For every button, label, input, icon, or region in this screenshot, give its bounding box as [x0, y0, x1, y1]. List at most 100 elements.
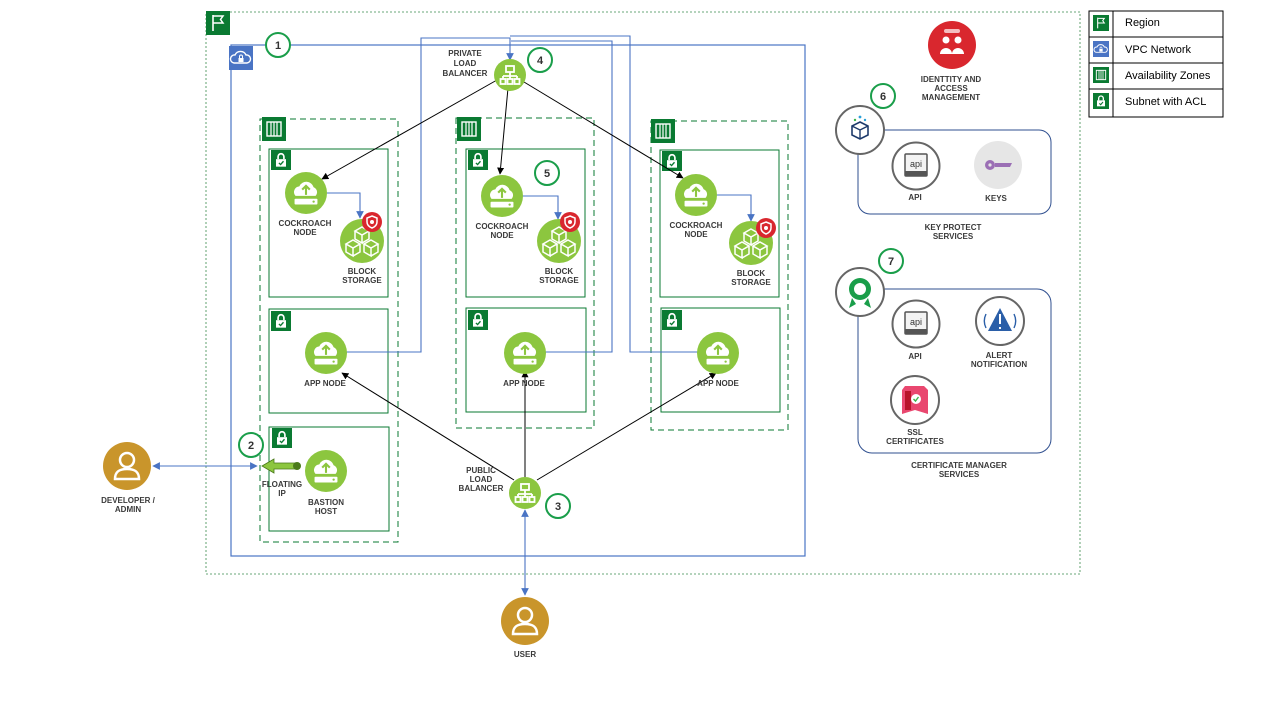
svg-text:7: 7 [888, 256, 894, 268]
certificate-manager-services-label: SERVICES [939, 470, 980, 479]
region-boundary [205, 11, 1081, 575]
developer-admin-icon[interactable] [103, 442, 151, 490]
api-glyph: api [910, 159, 922, 169]
connections [152, 35, 755, 596]
app3-to-private-lb [510, 35, 698, 353]
cockroach-node-2-icon[interactable] [481, 175, 523, 217]
cockroach-node-1-icon[interactable] [285, 172, 327, 214]
cockroach3-to-storage [717, 194, 755, 222]
iam-label: MANAGEMENT [922, 93, 980, 102]
availability-zone-2 [455, 117, 595, 429]
subnet-lock-icon [662, 151, 682, 171]
cockroach1-to-storage [327, 192, 364, 219]
key-protect-services-label: SERVICES [933, 232, 974, 241]
private-load-balancer-icon[interactable] [494, 59, 526, 91]
app-node-2-icon[interactable] [504, 332, 546, 374]
marker-4: 4 [527, 47, 553, 73]
developer-admin-label: DEVELOPER / [101, 496, 156, 505]
svg-text:5: 5 [544, 168, 550, 180]
legend-zone-icon [1093, 67, 1109, 83]
public-lb-label: LOAD [470, 475, 493, 484]
ssl-certificates-label: CERTIFICATES [886, 437, 944, 446]
public-load-balancer-icon[interactable] [509, 477, 541, 509]
keys-icon[interactable] [974, 141, 1022, 189]
subnet-lock-icon [662, 310, 682, 330]
subnet-zone3-app [660, 307, 781, 413]
floating-ip-label: FLOATING [262, 480, 302, 489]
svg-text:6: 6 [880, 91, 886, 103]
key-protect-api-label: API [908, 193, 921, 202]
marker-1: 1 [265, 32, 291, 58]
cockroach-node-1-label: COCKROACH [279, 219, 332, 228]
iam-icon[interactable] [928, 21, 976, 69]
app-node-2-label: APP NODE [503, 379, 545, 388]
alert-notification-label: NOTIFICATION [971, 360, 1028, 369]
block-storage-3-label: STORAGE [731, 278, 771, 287]
subnet-lock-icon [468, 150, 488, 170]
block-storage-2-label: STORAGE [539, 276, 579, 285]
app-node-1-icon[interactable] [305, 332, 347, 374]
block-storage-3-label: BLOCK [737, 269, 766, 278]
legend-vpc-icon [1093, 41, 1109, 57]
legend-subnet-label: Subnet with ACL [1125, 96, 1206, 108]
public-lb-label: BALANCER [459, 484, 504, 493]
marker-7: 7 [878, 248, 904, 274]
availability-zone-1 [259, 118, 399, 543]
vpc-network-icon [229, 46, 253, 70]
private-lb-label: BALANCER [443, 69, 488, 78]
legend-zones-label: Availability Zones [1125, 70, 1211, 82]
subnets [268, 148, 781, 532]
marker-5: 5 [534, 160, 560, 186]
certificate-manager-services-label: CERTIFICATE MANAGER [911, 461, 1007, 470]
legend-vpc-label: VPC Network [1125, 44, 1192, 56]
app-node-3-label: APP NODE [697, 379, 739, 388]
iam-label: IDENTTITY AND [921, 75, 982, 84]
zone-3-icon [651, 119, 675, 143]
cockroach-node-2-label: COCKROACH [476, 222, 529, 231]
developer-admin-label: ADMIN [115, 505, 141, 514]
app-node-3-icon[interactable] [697, 332, 739, 374]
availability-zone-3 [650, 120, 789, 431]
encryption-shield-icon [756, 218, 776, 238]
zone-1-icon [262, 117, 286, 141]
api-glyph: api [910, 317, 922, 327]
private-lb-to-cockroach1 [321, 79, 498, 180]
floating-ip-label: IP [278, 489, 286, 498]
ssl-certificates-icon[interactable] [890, 375, 940, 425]
subnet-lock-icon [272, 428, 292, 448]
certificate-manager-icon[interactable] [835, 267, 885, 317]
key-protect-box [857, 129, 1052, 215]
ssl-certificates-label: SSL [907, 428, 923, 437]
legend: Region VPC Network Availability Zones Su… [1088, 10, 1224, 118]
cockroach2-to-storage [522, 195, 562, 220]
user-icon[interactable] [501, 597, 549, 645]
region-flag-icon [206, 11, 230, 35]
subnet-lock-icon [271, 311, 291, 331]
bastion-host-icon[interactable] [305, 450, 347, 492]
bastion-host-label: BASTION [308, 498, 344, 507]
private-lb-to-cockroach2 [497, 87, 509, 175]
cockroach-node-3-label: NODE [684, 230, 708, 239]
alert-notification-icon[interactable] [975, 296, 1025, 346]
svg-text:3: 3 [555, 501, 561, 513]
zone-2-icon [457, 117, 481, 141]
step-markers: 1 2 3 4 5 6 7 [238, 32, 904, 519]
keys-label: KEYS [985, 194, 1007, 203]
cockroach-node-3-label: COCKROACH [670, 221, 723, 230]
iam-label: ACCESS [934, 84, 968, 93]
cockroach-node-1-label: NODE [293, 228, 317, 237]
certificate-api-label: API [908, 352, 921, 361]
labels: PRIVATE LOAD BALANCER PUBLIC LOAD BALANC… [101, 49, 1027, 659]
svg-text:1: 1 [275, 40, 281, 52]
bastion-host-label: HOST [315, 507, 337, 516]
alert-notification-label: ALERT [986, 351, 1013, 360]
cockroach-node-2-label: NODE [490, 231, 514, 240]
user-label: USER [514, 650, 536, 659]
key-protect-icon[interactable] [835, 105, 885, 155]
public-lb-to-app3 [536, 372, 717, 481]
floating-ip-icon [261, 458, 301, 474]
subnet-zone1-bastion [268, 426, 390, 532]
public-lb-label: PUBLIC [466, 466, 496, 475]
cockroach-node-3-icon[interactable] [675, 174, 717, 216]
vpc-network-boundary [230, 44, 806, 557]
